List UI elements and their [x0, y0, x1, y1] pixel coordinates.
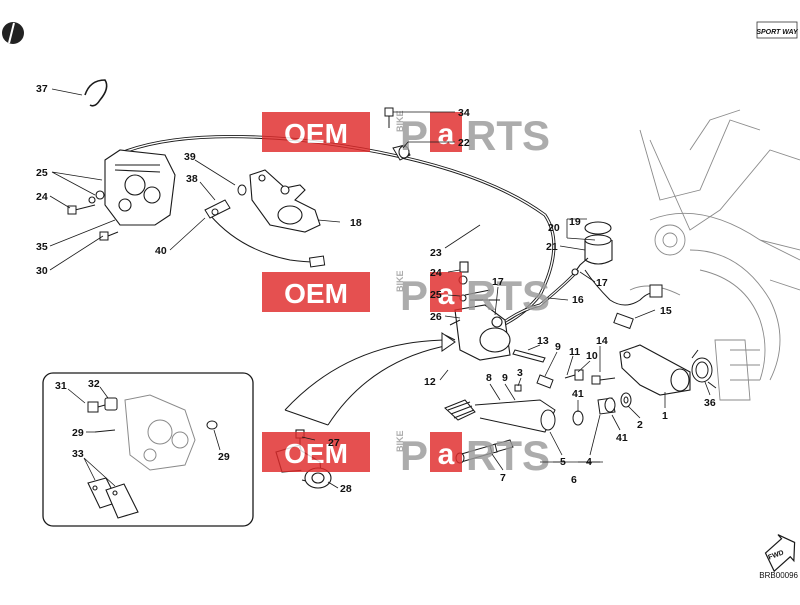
svg-text:a: a [438, 438, 455, 471]
leader-lines [49, 88, 711, 489]
brake-hose-23 [109, 134, 556, 332]
footpeg-8 [444, 399, 556, 433]
svg-text:P: P [400, 112, 428, 159]
callout-41b: 41 [616, 432, 628, 444]
callout-8: 8 [486, 372, 492, 384]
cap-22 [392, 144, 411, 161]
callout-21: 21 [546, 241, 558, 253]
callout-38: 38 [186, 173, 198, 185]
svg-text:a: a [438, 278, 455, 311]
svg-text:OEM: OEM [284, 118, 348, 149]
callout-14: 14 [596, 335, 608, 347]
callout-22: 22 [458, 137, 470, 149]
callout-15: 15 [660, 305, 672, 317]
pushrod-13 [512, 349, 616, 389]
callout-31: 31 [55, 380, 67, 392]
inset-caliper [124, 394, 196, 471]
rear-brake-caliper [88, 149, 176, 226]
callout-19: 19 [569, 216, 581, 228]
reservoir-hose-16 [499, 269, 580, 327]
callout-18: 18 [350, 217, 362, 229]
callout-25b: 25 [430, 289, 442, 301]
callout-34: 34 [458, 107, 470, 119]
callout-30: 30 [36, 265, 48, 277]
svg-text:OEM: OEM [284, 278, 348, 309]
watermark-2: OEM BIKE P a RTS [262, 270, 550, 319]
spring-36 [691, 349, 717, 389]
svg-text:a: a [438, 118, 455, 151]
frame-outline [629, 109, 800, 401]
callout-37: 37 [36, 83, 48, 95]
sensor-cable-40 [209, 214, 326, 268]
callout-6: 6 [571, 474, 577, 486]
corner-logo-text: SPORT WAY [756, 29, 799, 36]
watermark-1: OEM BIKE P a RTS [262, 110, 550, 159]
detail-pointer-arrow [284, 332, 456, 426]
caliper-bracket-18 [249, 169, 321, 233]
callouts: 37 34 22 25 24 39 38 40 35 30 18 23 24 2… [36, 83, 716, 495]
callout-36: 36 [704, 397, 716, 409]
inset-brake-pads-33 [87, 477, 139, 519]
callout-11: 11 [569, 346, 580, 358]
callout-27: 27 [328, 437, 340, 449]
callout-35: 35 [36, 241, 48, 253]
callout-7: 7 [500, 472, 506, 484]
inset-bleeder-screws [87, 397, 218, 433]
watermark-3: OEM BIKE P a RTS [262, 430, 550, 479]
callout-2: 2 [637, 419, 643, 431]
callout-1: 1 [662, 410, 668, 422]
callout-3: 3 [517, 367, 523, 379]
svg-text:BIKE: BIKE [395, 270, 405, 292]
round-mark-icon [2, 22, 24, 44]
callout-24b: 24 [430, 267, 442, 279]
diagram-code: BRB00096 [759, 571, 798, 580]
callout-40: 40 [155, 245, 167, 257]
svg-text:RTS: RTS [466, 112, 550, 159]
callout-16: 16 [572, 294, 584, 306]
callout-26: 26 [430, 311, 442, 323]
fwd-arrow-icon: FWD [764, 534, 796, 573]
corner-logo: SPORT WAY [756, 21, 799, 39]
svg-text:P: P [400, 272, 428, 319]
svg-text:BIKE: BIKE [395, 430, 405, 452]
pins-38-39 [204, 184, 247, 219]
callout-10: 10 [586, 350, 598, 362]
caliper-bolts [67, 204, 119, 241]
callout-13: 13 [537, 335, 549, 347]
svg-text:RTS: RTS [466, 432, 550, 479]
bushings-2-3-41 [514, 384, 632, 426]
bolt-34 [384, 107, 394, 128]
brake-pedal-1 [619, 344, 691, 396]
callout-9b: 9 [502, 372, 508, 384]
callout-12: 12 [424, 376, 436, 388]
callout-24: 24 [36, 191, 48, 203]
callout-5: 5 [560, 456, 566, 468]
clip-37 [84, 79, 108, 107]
callout-29: 29 [72, 427, 84, 439]
callout-39: 39 [184, 151, 196, 163]
svg-text:OEM: OEM [284, 438, 348, 469]
callout-23: 23 [430, 247, 442, 259]
svg-text:P: P [400, 432, 428, 479]
callout-29b: 29 [218, 451, 230, 463]
master-cylinder [444, 261, 511, 361]
sensor-cable-15 [584, 269, 663, 330]
callout-33: 33 [72, 448, 84, 460]
callout-41: 41 [572, 388, 584, 400]
callout-4: 4 [586, 456, 592, 468]
callout-20: 20 [548, 222, 560, 234]
callout-25: 25 [36, 167, 48, 179]
callout-9: 9 [555, 341, 561, 353]
callout-32: 32 [88, 378, 100, 390]
callout-17b: 17 [596, 277, 608, 289]
svg-text:RTS: RTS [466, 272, 550, 319]
reservoir-19-20-21 [571, 221, 613, 276]
callout-28: 28 [340, 483, 352, 495]
svg-text:BIKE: BIKE [395, 110, 405, 132]
callout-17: 17 [492, 276, 504, 288]
